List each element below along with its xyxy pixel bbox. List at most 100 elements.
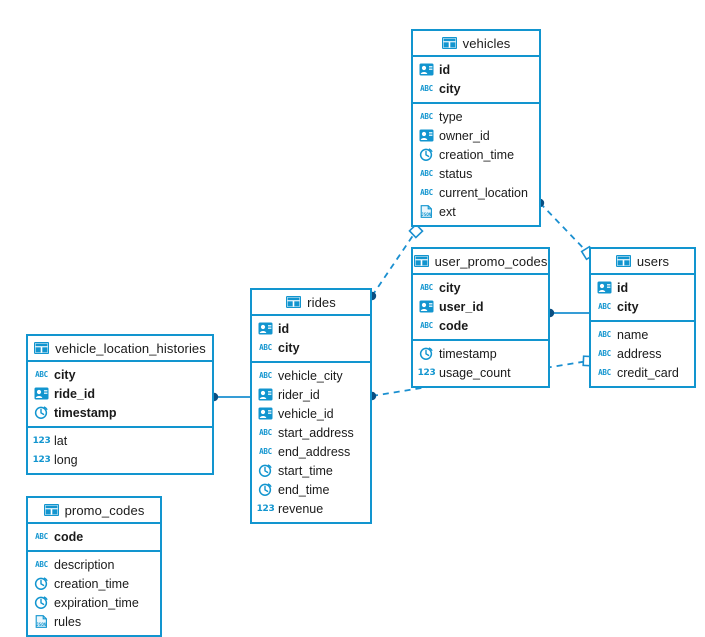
- column-row: ABC description: [28, 555, 160, 574]
- column-name: city: [278, 340, 300, 355]
- entity-header: user_promo_codes: [413, 249, 548, 275]
- string-icon: ABC: [35, 370, 48, 379]
- column-name: long: [54, 452, 78, 467]
- relationship-user_promo_codes-to-users[interactable]: [545, 308, 589, 318]
- string-icon: ABC: [35, 560, 48, 569]
- column-row: ride_id: [28, 384, 212, 403]
- entity-title: rides: [307, 294, 336, 310]
- relationship-line: [371, 230, 417, 297]
- column-name: revenue: [278, 501, 324, 516]
- column-name: ride_id: [54, 386, 95, 401]
- entity-header: promo_codes: [28, 498, 160, 524]
- entity-title: users: [636, 253, 670, 269]
- uuid-icon: [419, 63, 434, 76]
- column-row: expiration_time: [28, 593, 160, 612]
- column-name: city: [439, 81, 461, 96]
- string-icon: ABC: [420, 321, 433, 330]
- uuid-icon: [419, 300, 434, 313]
- column-row: owner_id: [413, 126, 539, 145]
- column-row: user_id: [413, 297, 548, 316]
- string-icon: ABC: [259, 371, 272, 380]
- column-row: creation_time: [28, 574, 160, 593]
- column-row: rider_id: [252, 385, 370, 404]
- column-name: usage_count: [439, 365, 511, 380]
- column-name: ext: [439, 204, 456, 219]
- column-row: ABC address: [591, 344, 694, 363]
- numeric-icon: 123: [32, 435, 51, 446]
- column-name: user_id: [439, 299, 484, 314]
- column-name: creation_time: [439, 147, 515, 162]
- timestamp-icon: [419, 148, 434, 161]
- json-icon: JSON: [34, 615, 49, 628]
- string-icon: ABC: [259, 343, 272, 352]
- string-icon: ABC: [420, 169, 433, 178]
- table-icon: [615, 254, 631, 268]
- string-icon: ABC: [420, 283, 433, 292]
- relationship-line: [371, 360, 589, 397]
- table-icon: [286, 295, 302, 309]
- table-icon: [413, 254, 429, 268]
- timestamp-icon: [258, 483, 273, 496]
- column-name: timestamp: [439, 346, 497, 361]
- entity-title: vehicles: [462, 35, 511, 51]
- column-name: type: [439, 109, 463, 124]
- svg-text:JSON: JSON: [36, 622, 46, 627]
- string-icon: ABC: [259, 447, 272, 456]
- numeric-icon: 123: [417, 367, 436, 378]
- entity-header: rides: [252, 290, 370, 316]
- column-row: ABC end_address: [252, 442, 370, 461]
- column-row: id: [252, 319, 370, 338]
- column-row: creation_time: [413, 145, 539, 164]
- relationship-vehicle_location_histories-to-rides[interactable]: [209, 392, 250, 402]
- column-row: vehicle_id: [252, 404, 370, 423]
- numeric-icon: 123: [256, 503, 275, 514]
- column-name: lat: [54, 433, 68, 448]
- uuid-icon: [258, 407, 273, 420]
- timestamp-icon: [419, 347, 434, 360]
- uuid-icon: [34, 387, 49, 400]
- uuid-icon: [258, 322, 273, 335]
- timestamp-icon: [34, 577, 49, 590]
- column-name: address: [617, 346, 662, 361]
- column-row: timestamp: [413, 344, 548, 363]
- column-row: JSON rules: [28, 612, 160, 631]
- string-icon: ABC: [598, 349, 611, 358]
- column-row: id: [591, 278, 694, 297]
- uuid-icon: [258, 388, 273, 401]
- column-row: end_time: [252, 480, 370, 499]
- column-name: name: [617, 327, 649, 342]
- table-icon: [43, 503, 59, 517]
- column-name: end_time: [278, 482, 330, 497]
- column-name: city: [439, 280, 461, 295]
- table-icon: [34, 341, 50, 355]
- column-row: timestamp: [28, 403, 212, 422]
- column-name: rules: [54, 614, 82, 629]
- string-icon: ABC: [598, 302, 611, 311]
- column-name: end_address: [278, 444, 351, 459]
- column-name: description: [54, 557, 115, 572]
- column-name: timestamp: [54, 405, 117, 420]
